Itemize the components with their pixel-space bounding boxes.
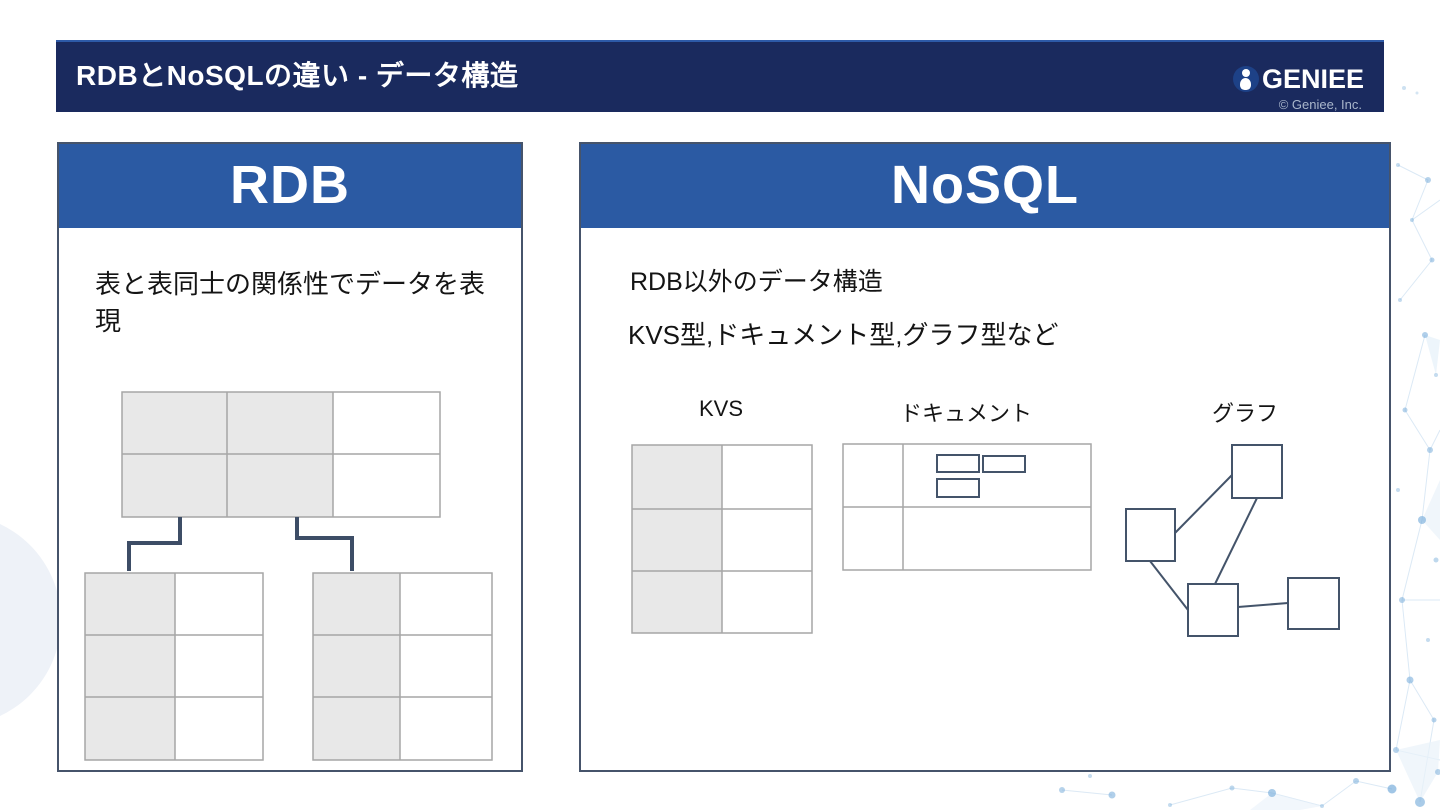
geniee-logo-icon	[1232, 66, 1259, 92]
rdb-parent-table	[121, 391, 441, 518]
kvs-table	[631, 444, 813, 634]
network-polygons	[1250, 335, 1440, 810]
rdb-relational-tables-diagram	[84, 391, 493, 761]
slide-title-bar: RDBとNoSQLの違い - データ構造 GENIEE © Geniee, In…	[56, 40, 1384, 112]
nosql-card-title: NoSQL	[891, 155, 1079, 215]
relationship-connector-lines	[127, 517, 354, 571]
geniee-logo: GENIEE	[1232, 64, 1364, 94]
document-nested-fields	[936, 454, 1026, 498]
graph-nodes	[1125, 444, 1340, 637]
graph-edges	[1149, 474, 1289, 611]
rdb-child-table-left	[84, 572, 264, 761]
nosql-description-line1: RDB以外のデータ構造	[630, 268, 883, 296]
document-diagram-label: ドキュメント	[899, 401, 1033, 426]
graph-diagram	[1125, 444, 1340, 637]
rdb-description: 表と表同士の関係性でデータを表現	[95, 269, 486, 336]
rdb-card: RDB 表と表同士の関係性でデータを表現	[57, 142, 523, 772]
graph-diagram-label: グラフ	[1211, 401, 1279, 426]
copyright-text: © Geniee, Inc.	[1278, 97, 1362, 112]
geniee-logo-text: GENIEE	[1261, 64, 1364, 94]
page-title: RDBとNoSQLの違い - データ構造	[76, 60, 519, 91]
kvs-diagram-label: KVS	[698, 396, 744, 421]
nosql-description-line2: KVS型,ドキュメント型,グラフ型など	[628, 320, 1059, 350]
network-dots	[1059, 86, 1440, 808]
rdb-card-header: RDB	[59, 144, 521, 228]
soft-circle-decoration	[0, 524, 61, 716]
nosql-card-header: NoSQL	[581, 144, 1389, 228]
document-table	[842, 443, 1092, 571]
rdb-card-title: RDB	[230, 155, 350, 215]
nosql-card: NoSQL RDB以外のデータ構造 KVS型,ドキュメント型,グラフ型など KV…	[579, 142, 1391, 772]
nosql-structures-diagram	[631, 443, 1340, 637]
rdb-child-table-right	[312, 572, 493, 761]
